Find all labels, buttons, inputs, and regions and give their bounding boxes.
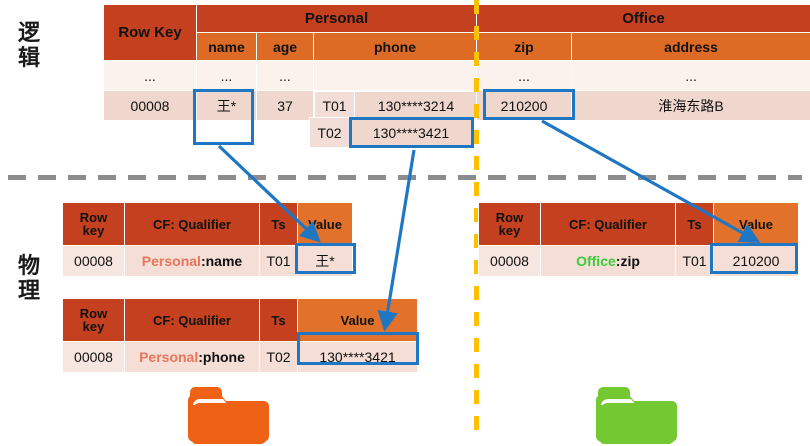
physical-zip-data-row: 00008 Office:zip T01 210200 [478, 245, 799, 277]
header-row-key: Row Key [103, 4, 197, 61]
label-physical-char-1: 物 [17, 254, 40, 279]
phone-ts-1: T01 [314, 91, 355, 121]
physical-name-ts: T01 [259, 245, 298, 277]
cell-age: 37 [256, 90, 314, 121]
physical-table-personal-name: Row key CF: Qualifier Ts Value 00008 Per… [62, 202, 353, 277]
label-physical-char-2: 理 [17, 278, 40, 304]
header-physical-row-key-3: Row key [478, 202, 541, 246]
header-cf-personal: Personal [195, 4, 478, 33]
physical-phone-qualifier: phone [202, 349, 245, 365]
header-physical-cf-qualifier: CF: Qualifier [124, 202, 260, 246]
physical-name-cf-qualifier: Personal:name [124, 245, 260, 277]
column-family-divider [474, 0, 479, 442]
label-logical-char-2: 辑 [17, 45, 40, 71]
cell-ellipsis-age: ... [256, 60, 314, 91]
header-qualifier-zip: zip [476, 32, 573, 61]
physical-phone-ts: T02 [259, 341, 298, 373]
cell-row-key: 00008 [103, 90, 197, 121]
physical-phone-cf: Personal [139, 349, 199, 365]
phone-version-table: T01 130****3214 [314, 91, 478, 121]
physical-name-header-row: Row key CF: Qualifier Ts Value [62, 202, 353, 246]
personal-store-folder-icon [188, 387, 269, 444]
header-physical-row-key: Row key [62, 202, 125, 246]
cell-name: 王* [196, 90, 257, 121]
cell-ellipsis-address: ... [571, 60, 810, 91]
physical-name-data-row: 00008 Personal:name T01 王* [62, 245, 353, 277]
logical-header-row-qualifiers: name age phone zip address [104, 32, 810, 61]
phone-value-2: 130****3421 [349, 117, 473, 148]
logical-header-row-families: Row Key Personal Office [103, 4, 810, 61]
header-physical-row-key-2-line2: key [82, 319, 105, 334]
header-physical-row-key-line2: key [82, 223, 105, 238]
cell-ellipsis-phone [312, 60, 478, 91]
physical-zip-header-row: Row key CF: Qualifier Ts Value [478, 202, 799, 246]
phone-value-1: 130****3214 [354, 91, 478, 121]
header-physical-ts-3: Ts [675, 202, 714, 246]
physical-name-qualifier: name [205, 253, 243, 269]
phone-ts-2: T02 [309, 117, 350, 148]
physical-phone-row-key: 00008 [62, 341, 125, 373]
cell-ellipsis-row-key: ... [103, 60, 197, 91]
header-physical-row-key-3-line2: key [498, 223, 521, 238]
header-qualifier-age: age [256, 32, 314, 61]
header-physical-ts-2: Ts [259, 298, 298, 342]
physical-name-row-key: 00008 [62, 245, 125, 277]
physical-zip-cf-qualifier: Office:zip [540, 245, 676, 277]
physical-table-personal-phone: Row key CF: Qualifier Ts Value 00008 Per… [62, 298, 418, 373]
logical-data-row: 00008 王* 37 T01 130****3214 210200 [103, 90, 810, 121]
header-physical-row-key-2-line1: Row [79, 306, 108, 321]
header-physical-cf-qualifier-2: CF: Qualifier [124, 298, 260, 342]
phone-version-row-2: T02 130****3421 [309, 117, 473, 148]
physical-table-office-zip: Row key CF: Qualifier Ts Value 00008 Off… [478, 202, 799, 277]
cell-zip: 210200 [476, 90, 573, 121]
header-physical-row-key-line1: Row [79, 210, 108, 225]
header-physical-value-3: Value [713, 202, 799, 246]
physical-phone-separator: : [198, 349, 203, 365]
physical-phone-value: 130****3421 [297, 341, 418, 373]
header-physical-row-key-3-line1: Row [495, 210, 524, 225]
header-qualifier-phone: phone [312, 32, 478, 61]
cell-ellipsis-zip: ... [476, 60, 573, 91]
header-physical-value: Value [297, 202, 353, 246]
logical-ellipsis-row: ... ... ... ... ... [103, 60, 810, 91]
header-cf-office: Office [476, 4, 810, 33]
physical-zip-ts: T01 [675, 245, 714, 277]
cell-phone-versions: T01 130****3214 [314, 91, 478, 121]
header-qualifier-address: address [571, 32, 810, 61]
logical-physical-divider [8, 175, 802, 180]
physical-name-separator: : [200, 253, 206, 269]
physical-phone-header-row: Row key CF: Qualifier Ts Value [62, 298, 418, 342]
physical-name-cf: Personal [141, 253, 201, 269]
physical-zip-separator: : [615, 253, 621, 269]
physical-zip-qualifier: zip [620, 253, 640, 269]
logical-view-table: Row Key Personal Office name age phone z… [103, 4, 810, 121]
header-qualifier-name: name [196, 32, 257, 61]
office-store-folder-icon [596, 387, 677, 444]
physical-name-value: 王* [297, 245, 353, 277]
cell-ellipsis-name: ... [196, 60, 257, 91]
header-physical-row-key-2: Row key [62, 298, 125, 342]
physical-phone-cf-qualifier: Personal:phone [124, 341, 260, 373]
physical-zip-row-key: 00008 [478, 245, 541, 277]
physical-phone-data-row: 00008 Personal:phone T02 130****3421 [62, 341, 418, 373]
section-label-physical: 物 理 [6, 254, 52, 304]
physical-zip-value: 210200 [713, 245, 799, 277]
physical-zip-cf: Office [576, 253, 616, 269]
header-physical-ts: Ts [259, 202, 298, 246]
cell-address: 淮海东路B [571, 90, 810, 121]
section-label-logical: 逻 辑 [6, 21, 52, 71]
header-physical-cf-qualifier-3: CF: Qualifier [540, 202, 676, 246]
header-physical-value-2: Value [297, 298, 418, 342]
label-logical-char-1: 逻 [17, 21, 40, 46]
phone-version-row-1: T01 130****3214 [314, 91, 478, 121]
